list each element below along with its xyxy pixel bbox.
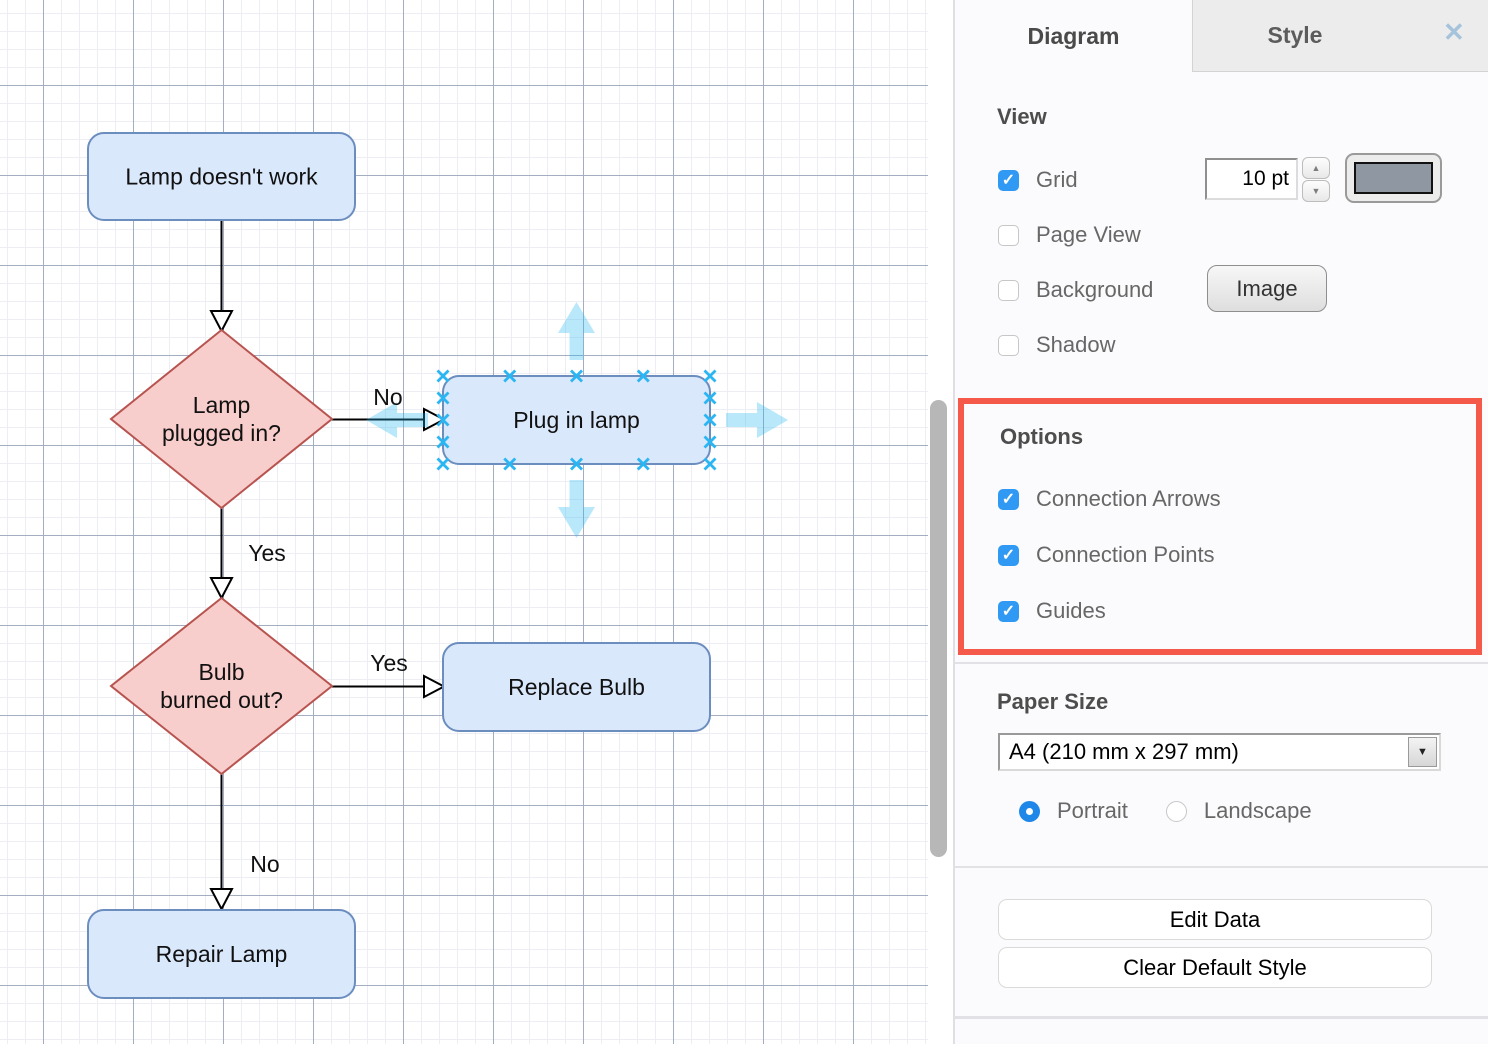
node-lamp-doesnt-work[interactable] — [87, 132, 356, 221]
connection-arrows-row: ✓ Connection Arrows — [998, 486, 1221, 512]
grid-checkbox[interactable]: ✓ — [998, 169, 1019, 191]
connection-points-row: ✓ Connection Points — [998, 542, 1215, 568]
direction-arrows[interactable] — [366, 302, 788, 538]
edges[interactable] — [220, 220, 425, 889]
stepper-up-button[interactable]: ▲ — [1302, 157, 1330, 179]
direction-arrow-left — [366, 402, 428, 438]
tab-style[interactable]: Style — [1192, 0, 1398, 72]
grid-size-input[interactable] — [1205, 158, 1298, 200]
shadow-label: Shadow — [1036, 332, 1116, 357]
edge-label-yes: Yes — [370, 650, 408, 676]
diagram-canvas[interactable]: Lamp doesn't work Lamp plugged in? Plug … — [0, 0, 928, 1044]
edge-label-no: No — [250, 851, 279, 877]
close-icon: ✕ — [1443, 17, 1465, 47]
node-bulb-burned-out[interactable] — [109, 596, 334, 776]
node-label: Bulb — [198, 659, 244, 685]
node-label: Lamp — [193, 392, 251, 418]
node-repair-lamp[interactable] — [87, 909, 356, 999]
grid-size-stepper: ▲ ▼ — [1302, 157, 1330, 202]
orientation-row: Portrait Landscape — [1019, 798, 1312, 824]
node-replace-bulb[interactable] — [442, 642, 711, 732]
connection-points-label: Connection Points — [1036, 542, 1215, 567]
section-divider — [955, 866, 1488, 868]
scrollbar-thumb[interactable] — [930, 400, 947, 857]
page-view-checkbox[interactable] — [998, 224, 1019, 246]
grid-row: ✓ Grid — [998, 167, 1078, 193]
node-label: Lamp doesn't work — [125, 164, 318, 190]
landscape-label: Landscape — [1203, 798, 1312, 823]
portrait-label: Portrait — [1057, 798, 1128, 823]
image-button[interactable]: Image — [1207, 265, 1327, 312]
stepper-down-button[interactable]: ▼ — [1302, 180, 1330, 202]
connection-arrows-label: Connection Arrows — [1036, 486, 1221, 511]
chevron-down-icon: ▼ — [1417, 746, 1428, 758]
panel-close-button[interactable]: ✕ — [1397, 0, 1488, 72]
paper-size-heading: Paper Size — [997, 689, 1109, 714]
edge-label-no: No — [373, 384, 402, 410]
node-lamp-plugged-in[interactable] — [109, 328, 334, 510]
edit-data-button[interactable]: Edit Data — [998, 899, 1432, 940]
background-label: Background — [1036, 277, 1154, 302]
page-view-label: Page View — [1036, 222, 1141, 247]
portrait-radio[interactable] — [1019, 800, 1040, 822]
shadow-row: Shadow — [998, 332, 1116, 358]
tab-diagram[interactable]: Diagram — [1027, 22, 1120, 49]
triangle-down-icon: ▼ — [1311, 186, 1321, 196]
background-row: Background — [998, 277, 1153, 303]
check-icon: ✓ — [1001, 602, 1016, 620]
paper-size-value: A4 (210 mm x 297 mm) — [1009, 739, 1239, 764]
direction-arrow-up — [558, 302, 595, 360]
format-panel: Diagram Style ✕ View ✓ Grid ▲ ▼ Pag — [953, 0, 1488, 1044]
node-label: Plug in lamp — [513, 407, 640, 433]
direction-arrow-down — [558, 480, 595, 538]
node-label: plugged in? — [162, 420, 281, 446]
grid-label: Grid — [1036, 167, 1078, 192]
flowchart: Lamp doesn't work Lamp plugged in? Plug … — [87, 132, 788, 999]
node-label: Repair Lamp — [156, 941, 288, 967]
paper-size-select[interactable]: A4 (210 mm x 297 mm) ▼ — [998, 733, 1441, 771]
options-highlight-box — [958, 398, 1482, 655]
dropdown-arrow-button[interactable]: ▼ — [1408, 737, 1437, 767]
check-icon: ✓ — [1001, 546, 1016, 564]
arrowheads — [209, 310, 447, 912]
section-divider — [955, 662, 1488, 664]
direction-arrow-right — [726, 402, 788, 438]
connection-arrows-checkbox[interactable]: ✓ — [998, 488, 1019, 510]
grid-color-swatch — [1354, 162, 1433, 194]
node-label: burned out? — [160, 687, 283, 713]
triangle-up-icon: ▲ — [1311, 163, 1321, 173]
shadow-checkbox[interactable] — [998, 334, 1019, 356]
view-heading: View — [997, 104, 1047, 129]
connection-points-checkbox[interactable]: ✓ — [998, 544, 1019, 566]
background-checkbox[interactable] — [998, 279, 1019, 301]
clear-default-style-button[interactable]: Clear Default Style — [998, 947, 1432, 988]
options-heading: Options — [1000, 424, 1084, 449]
check-icon: ✓ — [1001, 171, 1016, 189]
guides-checkbox[interactable]: ✓ — [998, 600, 1019, 622]
section-divider — [955, 1016, 1488, 1019]
page-view-row: Page View — [998, 222, 1141, 248]
landscape-radio[interactable] — [1165, 800, 1187, 822]
check-icon: ✓ — [1001, 490, 1016, 508]
guides-row: ✓ Guides — [998, 598, 1106, 624]
grid-color-button[interactable] — [1345, 153, 1442, 203]
edge-label-yes: Yes — [248, 540, 286, 566]
guides-label: Guides — [1036, 598, 1106, 623]
node-label: Replace Bulb — [508, 674, 645, 700]
